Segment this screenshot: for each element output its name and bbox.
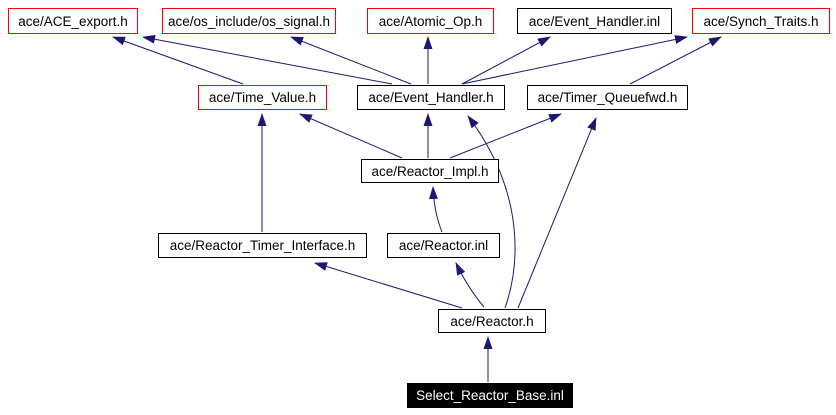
node-synch_traits[interactable]: ace/Synch_Traits.h	[692, 8, 830, 34]
edge-reactor_h-to-reactor_timer_interface	[314, 262, 463, 309]
node-timer_queuefwd[interactable]: ace/Timer_Queuefwd.h	[527, 85, 688, 110]
node-reactor_h[interactable]: ace/Reactor.h	[438, 309, 546, 333]
node-ace_export[interactable]: ace/ACE_export.h	[8, 8, 138, 34]
node-event_handler_inl[interactable]: ace/Event_Handler.inl	[517, 8, 672, 34]
node-select_reactor_base_inl: Select_Reactor_Base.inl	[407, 383, 573, 408]
node-event_handler_h[interactable]: ace/Event_Handler.h	[357, 85, 505, 110]
edge-reactor_impl-to-timer_queuefwd	[449, 113, 562, 159]
node-time_value[interactable]: ace/Time_Value.h	[198, 85, 327, 110]
edge-event_handler_h-to-event_handler_inl	[461, 36, 551, 85]
node-atomic_op[interactable]: ace/Atomic_Op.h	[367, 8, 494, 34]
edge-reactor_h-to-event_handler_h	[467, 115, 516, 309]
edge-reactor_inl-to-reactor_impl	[428, 186, 443, 233]
edge-event_handler_h-to-os_signal	[290, 36, 412, 85]
edge-reactor_h-to-timer_queuefwd	[517, 117, 597, 309]
node-reactor_inl[interactable]: ace/Reactor.inl	[387, 233, 500, 258]
edge-timer_queuefwd-to-synch_traits	[629, 36, 722, 85]
edge-reactor_h-to-reactor_inl	[455, 262, 485, 308]
node-reactor_impl[interactable]: ace/Reactor_Impl.h	[361, 159, 499, 183]
node-reactor_timer_interface[interactable]: ace/Reactor_Timer_Interface.h	[158, 233, 367, 258]
edge-time_value-to-ace_export	[112, 36, 244, 85]
node-os_signal[interactable]: ace/os_include/os_signal.h	[162, 8, 336, 34]
edge-event_handler_h-to-synch_traits	[461, 35, 688, 85]
edge-event_handler_h-to-ace_export	[142, 34, 393, 85]
edge-reactor_impl-to-time_value	[299, 113, 403, 159]
